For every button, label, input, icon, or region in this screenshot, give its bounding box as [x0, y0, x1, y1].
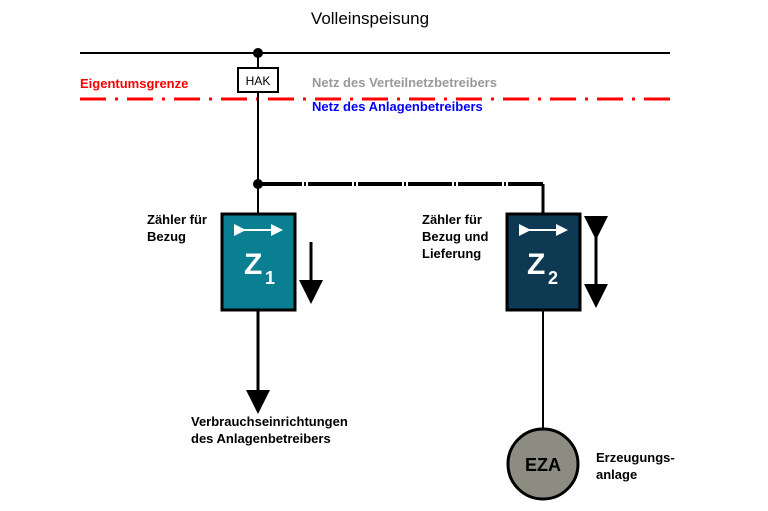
- meter2-symbol: Z: [527, 248, 545, 281]
- meter1-label-line1: Zähler für: [147, 212, 207, 227]
- meter1-label-line2: Bezug: [147, 229, 186, 244]
- meter2-label-line2: Bezug und: [422, 229, 488, 244]
- meter2-label-line1: Zähler für: [422, 212, 482, 227]
- generator-symbol: EZA: [525, 455, 561, 475]
- consumers-label-line2: des Anlagenbetreibers: [191, 431, 331, 446]
- consumers-label-line1: Verbrauchseinrichtungen: [191, 414, 348, 429]
- property-boundary-label: Eigentumsgrenze: [80, 76, 188, 91]
- diagram-title: Volleinspeisung: [311, 9, 429, 28]
- generator-circle: [506, 427, 580, 501]
- hak-label: HAK: [246, 74, 271, 88]
- meter2-label-line3: Lieferung: [422, 246, 481, 261]
- generator-label-line2: anlage: [596, 467, 637, 482]
- meter1-symbol: Z: [244, 248, 262, 281]
- meter2-index: 2: [548, 268, 558, 288]
- meter1-index: 1: [265, 268, 275, 288]
- grid-operator-label: Netz des Verteilnetzbetreibers: [312, 75, 497, 90]
- plant-operator-label: Netz des Anlagenbetreibers: [312, 99, 483, 114]
- generator-label-line1: Erzeugungs-: [596, 450, 675, 465]
